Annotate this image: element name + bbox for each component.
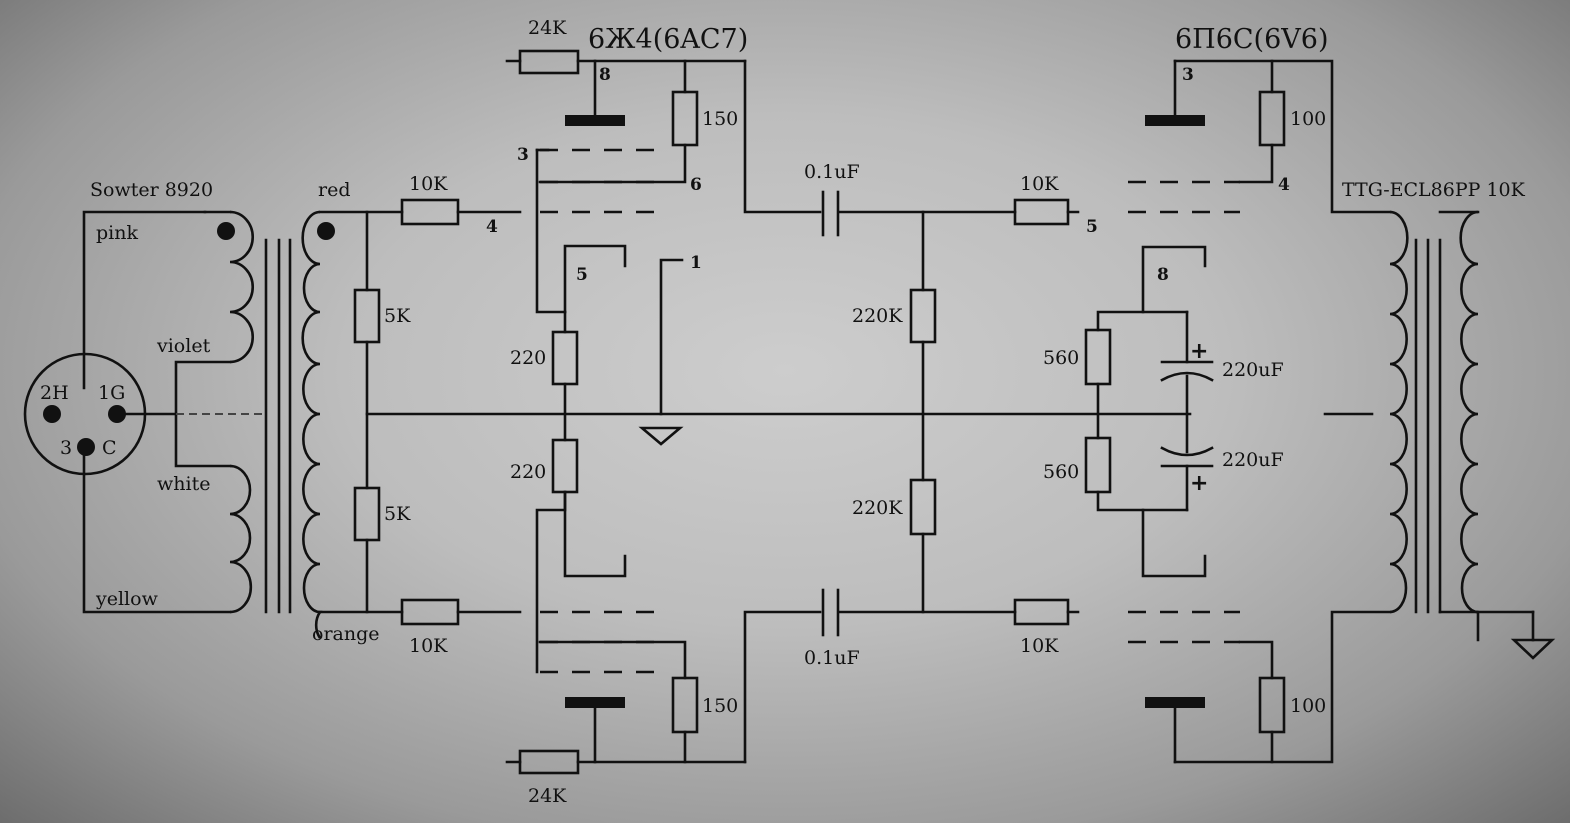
resistor-24k-bottom (518, 749, 580, 775)
capacitors (821, 190, 1214, 637)
cap-220uF-bottom-curve (1160, 446, 1214, 457)
resistor-220-bottom (551, 438, 579, 494)
v1-pin-5: 5 (576, 265, 588, 285)
v2-pin-3: 3 (1182, 65, 1194, 85)
v2-pin-4: 4 (1278, 175, 1290, 195)
c-01uF-bottom-label: 0.1uF (804, 647, 860, 669)
cap-220uF-top-curve (1160, 371, 1214, 382)
c-01uF-top-label: 0.1uF (804, 161, 860, 183)
resistor-100-top (1258, 90, 1286, 147)
phase-dot-secondary (317, 222, 335, 240)
r-10k-out-bottom-label: 10K (1020, 635, 1059, 657)
input-transformer-label: Sowter 8920 (90, 179, 213, 201)
r-560-bottom-label: 560 (1043, 461, 1079, 483)
xlr-pin-3 (77, 438, 95, 456)
resistor-10k-in-bottom (400, 598, 460, 626)
output-transformer-label: TTG-ECL86PP 10K (1342, 179, 1526, 201)
input-transformer (229, 210, 323, 639)
r-5k-top-label: 5K (384, 305, 411, 327)
labels: 6Ж4(6AC7) 6П6С(6V6) Sowter 8920 TTG-ECL8… (40, 17, 1526, 807)
wire-red-label: red (318, 179, 351, 201)
resistors (353, 49, 1286, 775)
xlr-pin-2 (43, 405, 61, 423)
output-tube-label: 6П6С(6V6) (1175, 24, 1328, 55)
r-10k-in-bottom-label: 10K (409, 635, 448, 657)
xlr-pin-1 (108, 405, 126, 423)
r-150-bottom-label: 150 (702, 695, 738, 717)
r-24k-top-label: 24K (528, 17, 567, 39)
cap-bottom-plus-sign: + (1190, 471, 1208, 496)
output-transformer (1389, 210, 1479, 614)
c-220uF-top-label: 220uF (1222, 359, 1284, 381)
resistor-220-top (551, 330, 579, 386)
wire-white-label: white (157, 473, 210, 495)
v1-pin-4: 4 (486, 217, 498, 237)
cap-top-plus-sign: + (1190, 339, 1208, 364)
r-220k-top-label: 220K (852, 305, 903, 327)
resistor-10k-out-top (1013, 198, 1070, 226)
wire-violet-label: violet (156, 335, 211, 357)
resistor-560-bottom (1084, 436, 1112, 494)
r-150-top-label: 150 (702, 108, 738, 130)
tube-grids (540, 148, 1240, 674)
v2-pin-8: 8 (1157, 265, 1169, 285)
xlr-pin3-label: 3 (60, 437, 72, 459)
v1-pin-3: 3 (517, 145, 529, 165)
resistor-5k-top (353, 288, 381, 344)
resistor-560-top (1084, 328, 1112, 386)
resistor-220k-bottom (909, 478, 937, 536)
tube-plates (565, 115, 1205, 708)
phase-dot-primary (217, 222, 235, 240)
r-560-top-label: 560 (1043, 347, 1079, 369)
r-220k-bottom-label: 220K (852, 497, 903, 519)
input-tube-label: 6Ж4(6AC7) (588, 24, 748, 55)
r-5k-bottom-label: 5K (384, 503, 411, 525)
v1-pin-6: 6 (690, 175, 702, 195)
wiring (82, 59, 1556, 764)
wire-pink-label: pink (96, 222, 138, 244)
r-100-bottom-label: 100 (1290, 695, 1326, 717)
r-220-bottom-label: 220 (510, 461, 546, 483)
r-10k-out-top-label: 10K (1020, 173, 1059, 195)
resistor-220k-top (909, 288, 937, 344)
r-24k-bottom-label: 24K (528, 785, 567, 807)
resistor-10k-in-top (400, 198, 460, 226)
c-220uF-bottom-label: 220uF (1222, 449, 1284, 471)
v1-pin-1: 1 (690, 253, 702, 273)
v1-pin-8: 8 (599, 65, 611, 85)
r-10k-in-top-label: 10K (409, 173, 448, 195)
resistor-150-bottom (671, 676, 699, 734)
resistor-100-bottom (1258, 676, 1286, 734)
wire-orange-label: orange (312, 623, 380, 645)
xlr-pin1-label: 1G (98, 382, 125, 404)
r-220-top-label: 220 (510, 347, 546, 369)
wire-yellow-label: yellow (95, 588, 159, 610)
xlr-case-label: C (102, 437, 117, 459)
xlr-pin2-label: 2H (40, 382, 69, 404)
r-100-top-label: 100 (1290, 108, 1326, 130)
resistor-24k-top (518, 49, 580, 75)
resistor-150-top (671, 90, 699, 147)
xlr-connector (23, 222, 335, 476)
v2-pin-5: 5 (1086, 217, 1098, 237)
resistor-10k-out-bottom (1013, 598, 1070, 626)
resistor-5k-bottom (353, 486, 381, 542)
